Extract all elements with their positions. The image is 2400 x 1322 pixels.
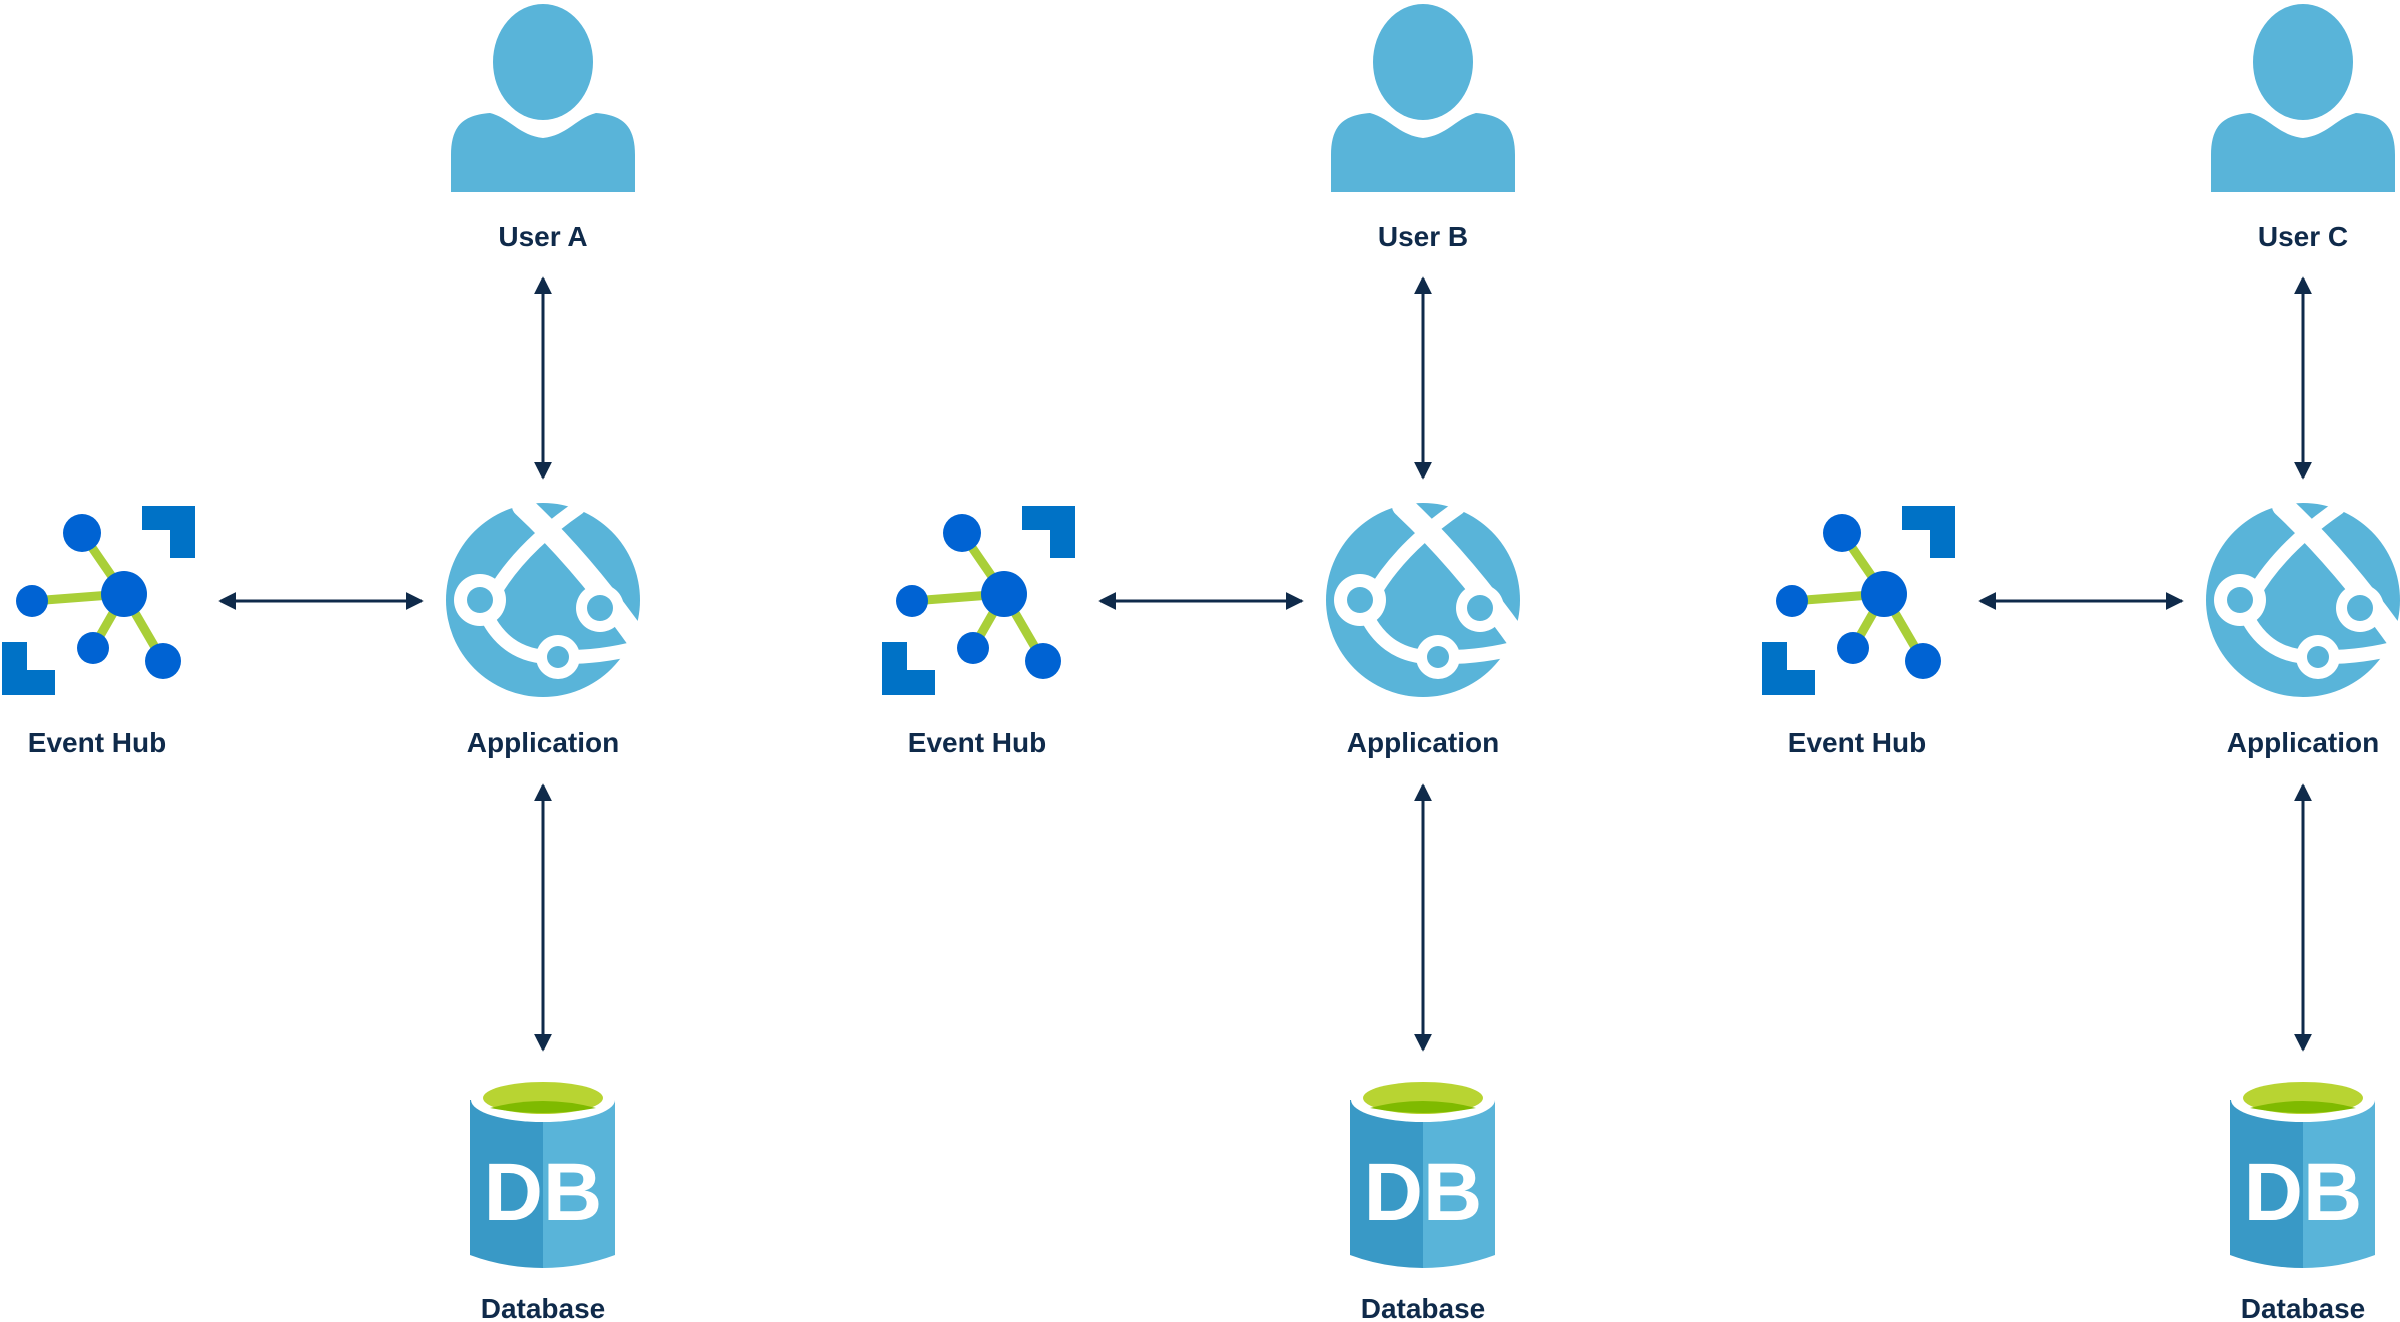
database-icon: DB [1350,1078,1495,1268]
event-hub-icon [882,506,1075,695]
user-icon [2211,4,2395,192]
group-b: User B Application [882,4,1531,1322]
database-icon: DB [2230,1078,2375,1268]
database-label: Database [2241,1293,2366,1322]
application-label: Application [467,727,619,758]
app-service-globe-icon [1326,495,1531,697]
group-c: User C Application [1762,4,2400,1322]
user-icon [451,4,635,192]
application-label: Application [1347,727,1499,758]
user-icon [1331,4,1515,192]
group-a: User A Application [2,4,651,1322]
event-hub-label: Event Hub [1788,727,1926,758]
svg-text:DB: DB [484,1147,602,1238]
database-icon: DB [470,1078,615,1268]
event-hub-icon [1762,506,1955,695]
user-label: User A [498,221,587,252]
database-label: Database [1361,1293,1486,1322]
event-hub-label: Event Hub [28,727,166,758]
app-service-globe-icon [2206,495,2400,697]
user-label: User B [1378,221,1468,252]
event-hub-icon [2,506,195,695]
application-label: Application [2227,727,2379,758]
svg-text:DB: DB [2244,1147,2362,1238]
app-service-globe-icon [446,495,651,697]
svg-text:DB: DB [1364,1147,1482,1238]
event-hub-label: Event Hub [908,727,1046,758]
database-label: Database [481,1293,606,1322]
user-label: User C [2258,221,2348,252]
